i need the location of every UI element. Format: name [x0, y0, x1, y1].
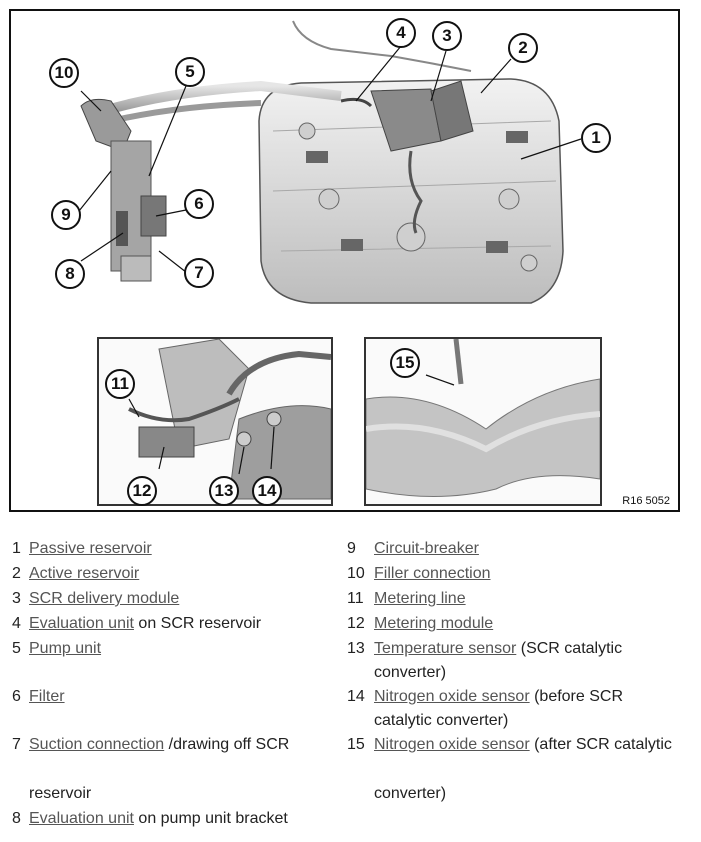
callout-1: 1 — [581, 123, 611, 153]
legend-link-circuit-breaker[interactable]: Circuit-breaker — [374, 540, 479, 557]
legend-number: 10 — [347, 565, 365, 582]
legend-link-evaluation-unit[interactable]: Evaluation unit — [29, 615, 134, 632]
legend-number: 11 — [347, 590, 364, 607]
legend-item-15: 15 Nitrogen oxide sensor (after SCR cata… — [347, 736, 672, 754]
main-diagram-drawing — [78, 20, 582, 304]
callout-8: 8 — [55, 259, 85, 289]
legend-item-13-cont: converter) — [374, 664, 446, 682]
legend-text: on pump unit bracket — [133, 810, 288, 827]
callout-3: 3 — [432, 21, 462, 51]
legend-item-10: 10 Filler connection — [347, 565, 491, 583]
legend-item-7-cont: reservoir — [29, 785, 91, 803]
legend-text-continued: reservoir — [29, 785, 92, 802]
callout-5: 5 — [175, 57, 205, 87]
diagram-figure: 1 2 3 4 5 6 7 8 9 10 11 12 13 14 15 R16 … — [9, 9, 680, 512]
legend-text: (SCR catalytic — [516, 640, 623, 657]
legend-number: 3 — [12, 590, 21, 607]
legend-item-1: 1 Passive reservoir — [12, 540, 152, 558]
legend-link-evaluation-unit-bracket[interactable]: Evaluation unit — [29, 810, 134, 827]
legend-link-metering-module[interactable]: Metering module — [374, 615, 494, 632]
callout-7: 7 — [184, 258, 214, 288]
legend-item-11: 11 Metering line — [347, 590, 466, 608]
legend-link-filler-connection[interactable]: Filler connection — [374, 565, 491, 582]
legend-number: 2 — [12, 565, 21, 582]
legend-item-7: 7 Suction connection /drawing off SCR — [12, 736, 289, 754]
legend-text-continued: catalytic converter) — [374, 712, 509, 729]
legend-link-nox-sensor-before[interactable]: Nitrogen oxide sensor — [374, 688, 530, 705]
callout-13: 13 — [209, 476, 239, 506]
legend-item-14: 14 Nitrogen oxide sensor (before SCR — [347, 688, 623, 706]
legend-link-filter[interactable]: Filter — [29, 688, 65, 705]
legend-number: 8 — [12, 810, 21, 827]
legend-text: on SCR reservoir — [133, 615, 262, 632]
legend-link-active-reservoir[interactable]: Active reservoir — [29, 565, 140, 582]
legend-item-8: 8 Evaluation unit on pump unit bracket — [12, 810, 288, 828]
legend-number: 15 — [347, 736, 365, 753]
callout-9: 9 — [51, 200, 81, 230]
legend-text-continued: converter) — [374, 664, 447, 681]
legend-text: /drawing off SCR — [164, 736, 290, 753]
callout-2: 2 — [508, 33, 538, 63]
figure-code: R16 5052 — [622, 495, 670, 507]
legend-item-12: 12 Metering module — [347, 615, 493, 633]
legend-item-2: 2 Active reservoir — [12, 565, 139, 583]
legend-number: 13 — [347, 640, 365, 657]
legend-number: 9 — [347, 540, 356, 557]
legend-item-15-cont: converter) — [374, 785, 446, 803]
legend-text: (after SCR catalytic — [529, 736, 672, 753]
legend-number: 5 — [12, 640, 21, 657]
legend-number: 4 — [12, 615, 21, 632]
callout-15: 15 — [390, 348, 420, 378]
callout-4: 4 — [386, 18, 416, 48]
legend-text-continued: converter) — [374, 785, 447, 802]
legend-number: 6 — [12, 688, 21, 705]
legend-item-5: 5 Pump unit — [12, 640, 101, 658]
legend-link-scr-delivery-module[interactable]: SCR delivery module — [29, 590, 180, 607]
legend-item-13: 13 Temperature sensor (SCR catalytic — [347, 640, 622, 658]
legend-number: 14 — [347, 688, 365, 705]
legend-number: 12 — [347, 615, 365, 632]
legend-text: (before SCR — [529, 688, 624, 705]
legend-link-metering-line[interactable]: Metering line — [374, 590, 466, 607]
callout-14: 14 — [252, 476, 282, 506]
legend-item-6: 6 Filter — [12, 688, 65, 706]
legend-link-temperature-sensor[interactable]: Temperature sensor — [374, 640, 517, 657]
legend-link-suction-connection[interactable]: Suction connection — [29, 736, 165, 753]
callout-6: 6 — [184, 189, 214, 219]
legend-number: 1 — [12, 540, 21, 557]
legend-number: 7 — [12, 736, 21, 753]
callout-11: 11 — [105, 369, 135, 399]
callout-12: 12 — [127, 476, 157, 506]
legend-item-14-cont: catalytic converter) — [374, 712, 508, 730]
legend-link-passive-reservoir[interactable]: Passive reservoir — [29, 540, 152, 557]
legend-link-nox-sensor-after[interactable]: Nitrogen oxide sensor — [374, 736, 530, 753]
legend-item-4: 4 Evaluation unit on SCR reservoir — [12, 615, 261, 633]
legend-item-3: 3 SCR delivery module — [12, 590, 179, 608]
legend-item-9: 9 Circuit-breaker — [347, 540, 479, 558]
callout-10: 10 — [49, 58, 79, 88]
legend-link-pump-unit[interactable]: Pump unit — [29, 640, 102, 657]
